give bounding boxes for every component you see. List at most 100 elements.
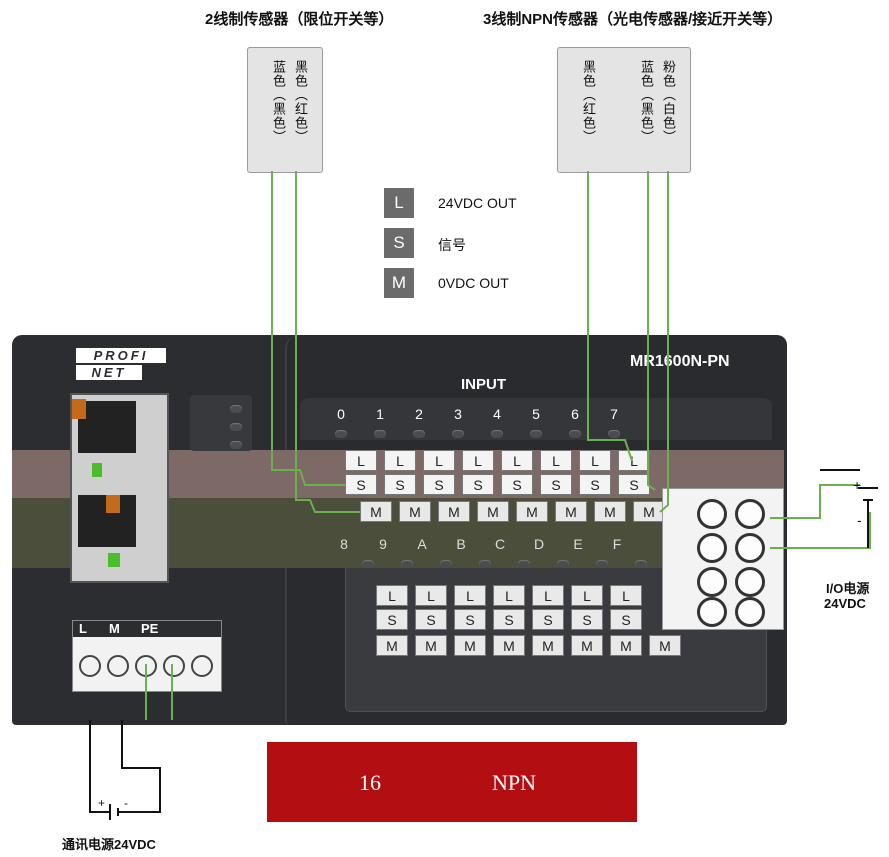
channel-e-led [596, 560, 608, 568]
ethernet-port-1[interactable] [78, 401, 136, 453]
wire-3w-brown [587, 171, 633, 462]
comm-terminal-m-label: M [109, 621, 120, 636]
terminal-s-b[interactable]: S [493, 609, 525, 630]
port2-activity-led [108, 553, 120, 567]
terminal-s-5[interactable]: S [540, 474, 572, 495]
terminal-s-2[interactable]: S [423, 474, 455, 495]
input-label: INPUT [461, 376, 506, 393]
terminal-s-8[interactable]: S [376, 609, 408, 630]
terminal-l-b[interactable]: L [493, 585, 525, 606]
terminal-m-3[interactable]: M [477, 501, 509, 522]
terminal-m-f[interactable]: M [649, 635, 681, 656]
terminal-m-5[interactable]: M [555, 501, 587, 522]
terminal-m-6[interactable]: M [594, 501, 626, 522]
legend-key-m: M [384, 268, 414, 298]
terminal-l-a[interactable]: L [454, 585, 486, 606]
channel-3-label: 3 [454, 406, 462, 422]
channel-f-label: F [612, 536, 622, 552]
terminal-l-2[interactable]: L [423, 450, 455, 471]
comm-screw-extra-2[interactable] [191, 655, 213, 677]
legend-key-l: L [384, 188, 414, 218]
banner-count: 16 [359, 770, 381, 795]
terminal-m-2[interactable]: M [438, 501, 470, 522]
io-power-screw-4[interactable] [735, 533, 765, 563]
terminal-l-0[interactable]: L [345, 450, 377, 471]
terminal-s-d[interactable]: S [571, 609, 603, 630]
comm-battery-lead-2 [118, 720, 161, 813]
terminal-s-3[interactable]: S [462, 474, 494, 495]
io-power-screw-1[interactable] [697, 499, 727, 529]
terminal-l-4[interactable]: L [501, 450, 533, 471]
terminal-m-9[interactable]: M [415, 635, 447, 656]
wire-io-plus [770, 484, 860, 519]
channel-8-led [362, 560, 374, 568]
terminal-m-d[interactable]: M [571, 635, 603, 656]
three-wire-title: 3线制NPN传感器（光电传感器/接近开关等） [483, 11, 783, 28]
channel-2-led [413, 430, 425, 438]
terminal-m-b[interactable]: M [493, 635, 525, 656]
channel-1-label: 1 [376, 406, 384, 422]
profinet-logo-top: PROFI [76, 348, 166, 363]
channel-6-label: 6 [571, 406, 579, 422]
terminal-l-c[interactable]: L [532, 585, 564, 606]
io-power-screw-5[interactable] [697, 567, 727, 597]
terminal-m-a[interactable]: M [454, 635, 486, 656]
terminal-m-e[interactable]: M [610, 635, 642, 656]
io-power-screw-7[interactable] [697, 597, 727, 627]
terminal-l-9[interactable]: L [415, 585, 447, 606]
two-wire-title: 2线制传感器（限位开关等） [205, 11, 394, 28]
terminal-l-3[interactable]: L [462, 450, 494, 471]
channel-1-led [374, 430, 386, 438]
terminal-m-0[interactable]: M [360, 501, 392, 522]
terminal-s-7[interactable]: S [618, 474, 650, 495]
terminal-l-6[interactable]: L [579, 450, 611, 471]
channel-2-label: 2 [415, 406, 423, 422]
io-power-screw-2[interactable] [735, 499, 765, 529]
channel-b-led [479, 560, 491, 568]
io-power-screw-6[interactable] [735, 567, 765, 597]
comm-screw-m[interactable] [107, 655, 129, 677]
channel-9-led [401, 560, 413, 568]
terminal-l-7[interactable]: L [618, 450, 650, 471]
io-battery-minus: - [857, 512, 862, 528]
status-led-1 [230, 405, 242, 413]
terminal-l-e[interactable]: L [610, 585, 642, 606]
sensor3-wire3-label: 蓝色（黑色） [639, 60, 654, 144]
terminal-m-8[interactable]: M [376, 635, 408, 656]
sensor3-wire2-label: 粉色（白色） [661, 60, 676, 144]
terminal-l-5[interactable]: L [540, 450, 572, 471]
terminal-m-1[interactable]: M [399, 501, 431, 522]
terminal-m-4[interactable]: M [516, 501, 548, 522]
terminal-l-8[interactable]: L [376, 585, 408, 606]
channel-4-led [491, 430, 503, 438]
terminal-s-c[interactable]: S [532, 609, 564, 630]
terminal-legend: L 24VDC OUT S 信号 M 0VDC OUT [384, 188, 564, 308]
channel-a-label: A [417, 536, 427, 552]
ethernet-port-block [70, 393, 169, 583]
terminal-s-1[interactable]: S [384, 474, 416, 495]
terminal-s-a[interactable]: S [454, 609, 486, 630]
terminal-s-0[interactable]: S [345, 474, 377, 495]
comm-battery-minus: - [124, 796, 128, 810]
terminal-s-6[interactable]: S [579, 474, 611, 495]
comm-screw-extra[interactable] [163, 655, 185, 677]
io-power-screw-3[interactable] [697, 533, 727, 563]
terminal-l-d[interactable]: L [571, 585, 603, 606]
terminal-s-9[interactable]: S [415, 609, 447, 630]
comm-screw-l[interactable] [79, 655, 101, 677]
terminal-l-1[interactable]: L [384, 450, 416, 471]
terminal-s-4[interactable]: S [501, 474, 533, 495]
sensor2-wire2-label: 蓝色（黑色） [271, 60, 286, 144]
comm-battery-plus: + [98, 796, 106, 810]
channel-4-label: 4 [493, 406, 501, 422]
terminal-m-7[interactable]: M [633, 501, 665, 522]
wire-3w-blue [659, 171, 669, 513]
io-power-screw-8[interactable] [735, 597, 765, 627]
comm-terminal-pe-label: PE [141, 621, 159, 636]
channel-0-label: 0 [337, 406, 345, 422]
model-name: MR1600N-PN [630, 353, 730, 370]
terminal-s-e[interactable]: S [610, 609, 642, 630]
terminal-m-c[interactable]: M [532, 635, 564, 656]
channel-5-led [530, 430, 542, 438]
channel-8-label: 8 [340, 536, 348, 552]
